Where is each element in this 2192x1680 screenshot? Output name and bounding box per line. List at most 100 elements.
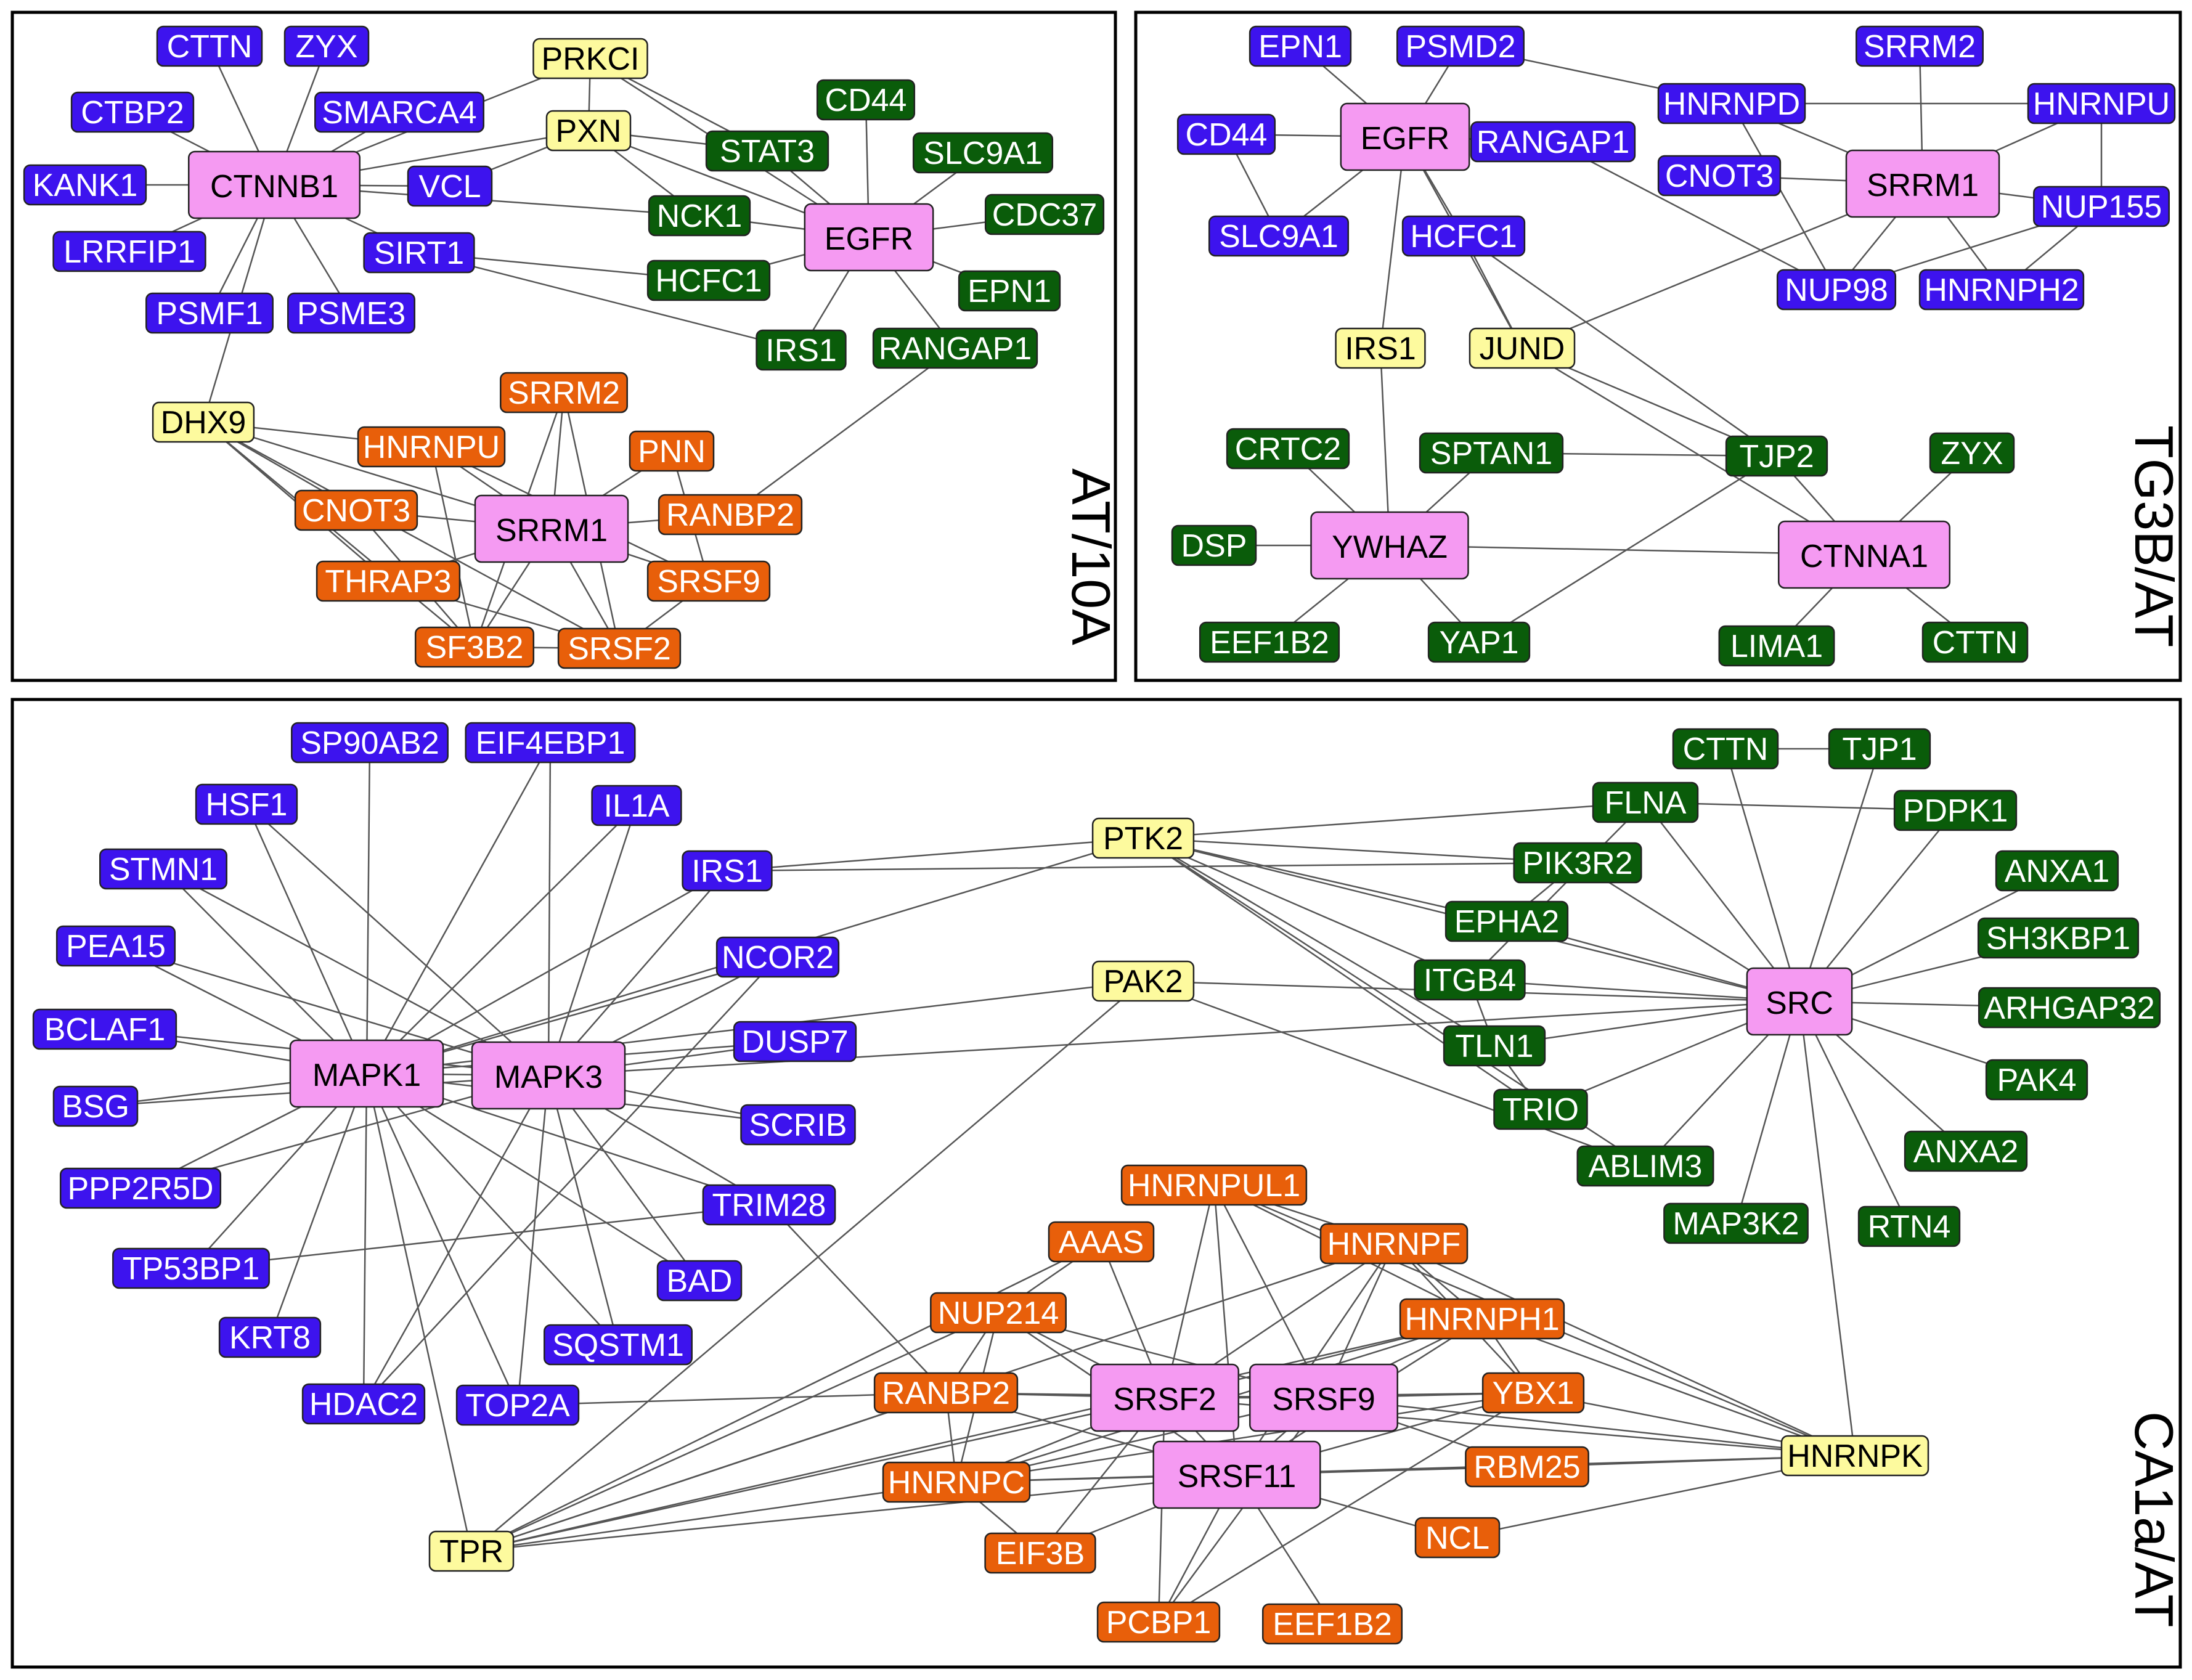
node-box bbox=[1226, 428, 1350, 470]
node-label: TRIO bbox=[1502, 1092, 1579, 1128]
node-box bbox=[1663, 1202, 1809, 1244]
edge-MAPK1-TOP2A bbox=[365, 1073, 519, 1406]
node-hnrnpk: HNRNPK bbox=[1780, 1435, 1929, 1477]
node-nup155: NUP155 bbox=[2033, 186, 2170, 227]
node-hnrnpd: HNRNPD bbox=[1657, 83, 1806, 124]
node-box bbox=[658, 494, 803, 536]
node-label: SRSF9 bbox=[1272, 1382, 1375, 1417]
node-label: MAP3K2 bbox=[1673, 1206, 1799, 1242]
node-box bbox=[1576, 1145, 1714, 1187]
edge-MAPK1-TPR bbox=[365, 1073, 473, 1552]
edge-MAPK1-EIF4EBP1 bbox=[365, 742, 552, 1074]
node-box bbox=[357, 426, 506, 468]
node-box bbox=[1828, 728, 1931, 770]
node-crtc2: CRTC2 bbox=[1226, 428, 1350, 470]
node-label: CTTN bbox=[167, 29, 253, 65]
node-label: SRSF2 bbox=[568, 631, 671, 667]
node-srsf2: SRSF2 bbox=[1090, 1363, 1239, 1432]
node-label: TP53BP1 bbox=[123, 1251, 260, 1287]
node-label: PNN bbox=[638, 434, 706, 470]
edge-TRIM28-RANBP2 bbox=[768, 1204, 947, 1393]
node-eif3b: EIF3B bbox=[984, 1532, 1096, 1574]
node-box bbox=[984, 194, 1105, 235]
node-nck1: NCK1 bbox=[648, 195, 751, 237]
node-label: TLN1 bbox=[1455, 1029, 1533, 1064]
node-box bbox=[646, 560, 771, 602]
node-label: TJP2 bbox=[1739, 439, 1814, 475]
node-hnrnph1: HNRNPH1 bbox=[1399, 1298, 1565, 1340]
node-label: PRKCI bbox=[542, 41, 640, 77]
node-box bbox=[1893, 789, 2018, 831]
node-bad: BAD bbox=[656, 1260, 743, 1302]
node-ybx1: YBX1 bbox=[1481, 1372, 1585, 1414]
node-label: HNRNPC bbox=[888, 1465, 1025, 1501]
panel-label: AT/10A bbox=[1061, 468, 1122, 645]
edge-PAK2-TPR bbox=[471, 981, 1144, 1552]
node-box bbox=[544, 1324, 693, 1366]
node-box bbox=[2033, 186, 2170, 227]
node-box bbox=[804, 203, 934, 272]
node-label: EPHA2 bbox=[1454, 904, 1560, 940]
node-flna: FLNA bbox=[1592, 781, 1699, 823]
node-label: SPTAN1 bbox=[1430, 436, 1552, 471]
node-ranbp2: RANBP2 bbox=[658, 494, 803, 536]
node-box bbox=[591, 785, 682, 826]
node-box bbox=[301, 1383, 426, 1425]
node-tln1: TLN1 bbox=[1443, 1025, 1546, 1067]
node-label: YAP1 bbox=[1439, 625, 1518, 661]
node-label: STAT3 bbox=[720, 134, 815, 169]
node-scrib: SCRIB bbox=[740, 1104, 856, 1146]
node-box bbox=[474, 494, 629, 563]
node-srsf9: SRSF9 bbox=[1249, 1363, 1398, 1432]
node-box bbox=[1465, 1446, 1589, 1488]
node-dsp: DSP bbox=[1171, 524, 1257, 566]
node-box bbox=[715, 936, 840, 978]
node-epha2: EPHA2 bbox=[1444, 900, 1569, 942]
node-mapk1: MAPK1 bbox=[289, 1039, 444, 1108]
node-box bbox=[1091, 960, 1195, 1002]
node-box bbox=[1427, 621, 1531, 663]
node-box bbox=[1414, 959, 1526, 1001]
edge-YBX1-HNRNPC bbox=[956, 1392, 1534, 1483]
node-box bbox=[816, 79, 916, 121]
node-slc9a1: SLC9A1 bbox=[1208, 215, 1350, 257]
node-tpr: TPR bbox=[428, 1530, 515, 1572]
node-label: CTTN bbox=[1933, 625, 2018, 661]
node-lima1: LIMA1 bbox=[1718, 625, 1835, 667]
node-ywhaz: YWHAZ bbox=[1310, 511, 1469, 580]
node-label: SRSF11 bbox=[1178, 1459, 1297, 1494]
node-box bbox=[1780, 1435, 1929, 1477]
node-label: PSME3 bbox=[297, 296, 405, 332]
node-rangap1: RANGAP1 bbox=[872, 327, 1038, 369]
node-box bbox=[1746, 967, 1853, 1036]
node-box bbox=[545, 110, 632, 152]
node-ncl: NCL bbox=[1414, 1517, 1501, 1559]
node-box bbox=[1401, 215, 1526, 257]
node-label: CNOT3 bbox=[302, 493, 410, 529]
node-pnn: PNN bbox=[629, 430, 715, 472]
node-srrm1: SRRM1 bbox=[474, 494, 629, 563]
node-hcfc1: HCFC1 bbox=[1401, 215, 1526, 257]
node-box bbox=[363, 232, 475, 274]
node-label: SRSF2 bbox=[1113, 1382, 1216, 1417]
node-eef1b2: EEF1B2 bbox=[1199, 621, 1340, 663]
node-tjp2: TJP2 bbox=[1725, 435, 1828, 477]
node-tjp1: TJP1 bbox=[1828, 728, 1931, 770]
node-box bbox=[1929, 432, 2015, 474]
edge-HNRNPD-NUP98 bbox=[1730, 103, 1838, 290]
edge-HNRNPH1-HNRNPK bbox=[1481, 1318, 1856, 1457]
node-label: KANK1 bbox=[33, 168, 138, 203]
node-box bbox=[112, 1247, 270, 1289]
node-box bbox=[294, 489, 418, 531]
node-box bbox=[1493, 1088, 1588, 1130]
node-label: RANGAP1 bbox=[1477, 124, 1630, 160]
node-arhgap32: ARHGAP32 bbox=[1978, 987, 2161, 1029]
edge-PTK2-FLNA bbox=[1143, 801, 1646, 839]
node-box bbox=[414, 626, 535, 668]
node-box bbox=[287, 292, 415, 334]
node-label: EGFR bbox=[825, 221, 913, 257]
node-cdc37: CDC37 bbox=[984, 194, 1105, 235]
node-hnrnpul1: HNRNPUL1 bbox=[1120, 1164, 1308, 1206]
edge-SRC-MAP3K2 bbox=[1735, 1001, 1801, 1224]
node-label: PSMF1 bbox=[156, 296, 263, 332]
